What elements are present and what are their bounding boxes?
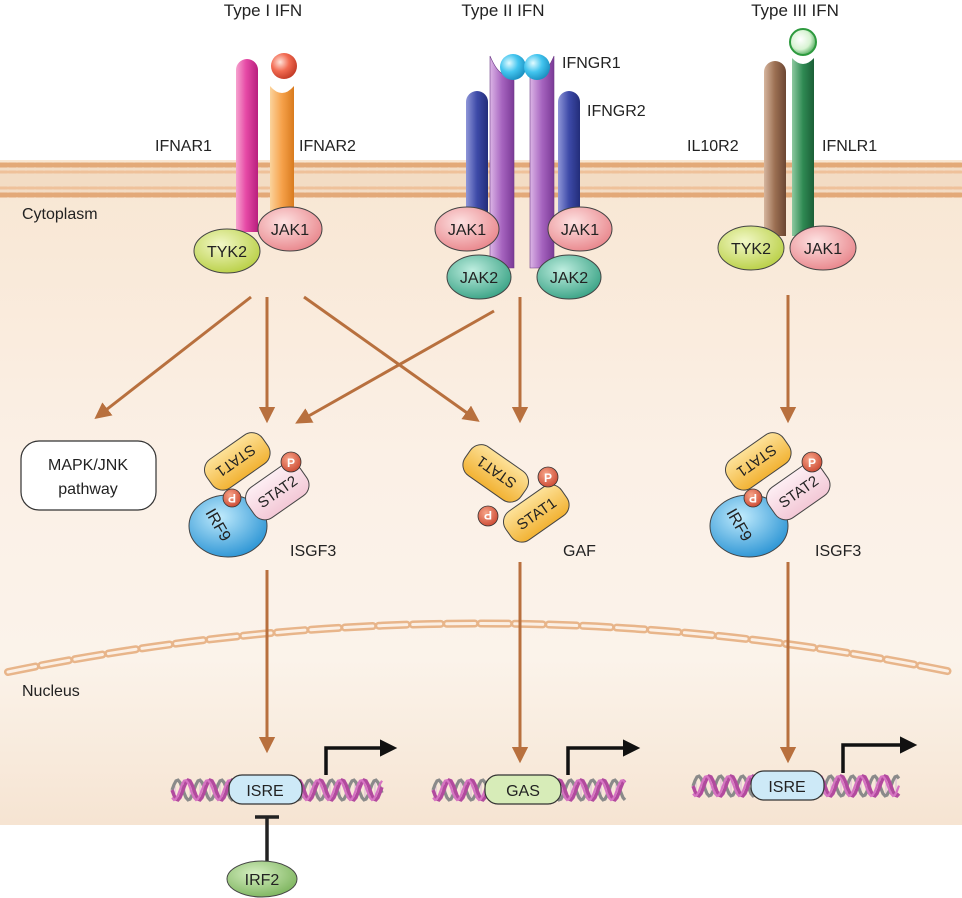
jak1-right-type2: JAK1 (547, 206, 613, 252)
svg-text:P: P (749, 491, 757, 505)
isgf3-label-type1: ISGF3 (290, 543, 336, 560)
phospho-marker: P (222, 488, 242, 508)
irf2-repression: IRF2 (226, 815, 298, 898)
cytoplasm-label: Cytoplasm (22, 206, 98, 223)
svg-text:P: P (287, 456, 295, 470)
jak1-type1: JAK1 (257, 206, 323, 252)
tyk2-type1: TYK2 (193, 228, 261, 274)
tyk2-type3: TYK2 (717, 225, 785, 271)
jak1-left-type2: JAK1 (434, 206, 500, 252)
ifnlr1-label: IFNLR1 (822, 138, 877, 155)
svg-text:P: P (808, 456, 816, 470)
svg-text:JAK1: JAK1 (448, 222, 486, 239)
stat1-protein (204, 432, 271, 491)
phospho-marker: P (537, 466, 559, 488)
isre-element-3: ISRE (750, 770, 825, 801)
phospho-marker: P (801, 451, 823, 473)
type1-ifn-ligand (271, 53, 297, 79)
type2-title: Type II IFN (461, 1, 544, 20)
stat2-protein (245, 462, 310, 521)
il10r2-receptor (764, 61, 786, 236)
nuclear-envelope (4, 619, 956, 676)
mapk-label-line2: pathway (58, 481, 118, 498)
isgf3-complex-type1: IRF9 STAT2 STAT1 P P (188, 432, 310, 558)
tss-arrow-gas (566, 739, 641, 775)
mapk-label-line1: MAPK/JNK (48, 457, 128, 474)
svg-text:JAK1: JAK1 (804, 241, 842, 258)
jak2-left: JAK2 (446, 254, 512, 300)
type3-ifn-ligand (789, 28, 817, 56)
irf2-protein (226, 860, 298, 898)
svg-text:TYK2: TYK2 (207, 244, 247, 261)
isre-element-1: ISRE (228, 774, 303, 805)
svg-text:GAS: GAS (506, 783, 540, 800)
ifnar1-receptor (236, 59, 258, 232)
nucleus-label: Nucleus (22, 683, 80, 700)
phospho-marker: P (743, 488, 763, 508)
irf2-label: IRF2 (245, 872, 280, 889)
jak1-type3: JAK1 (789, 225, 857, 271)
isgf3-complex-type3: IRF9 STAT2 STAT1 P P (709, 432, 831, 558)
svg-text:JAK1: JAK1 (271, 222, 309, 239)
gas-element: GAS (484, 774, 562, 805)
arrow-to-mapk (94, 295, 252, 420)
mapk-jnk-pathway-box: MAPK/JNK pathway (20, 440, 157, 511)
phospho-marker: P (477, 505, 499, 527)
type2-ifn-ligand (500, 54, 550, 80)
gaf-label: GAF (563, 543, 596, 560)
ifngr2-label: IFNGR2 (587, 103, 646, 120)
ifnar2-label: IFNAR2 (299, 138, 356, 155)
svg-text:P: P (484, 508, 492, 522)
svg-text:JAK2: JAK2 (550, 270, 588, 287)
signal-arrows (94, 295, 797, 764)
isgf3-label-type3: ISGF3 (815, 543, 861, 560)
svg-text:ISRE: ISRE (246, 783, 283, 800)
stat1-protein (462, 444, 529, 503)
ifngr2-receptor-left (466, 91, 488, 232)
stat1-protein (725, 432, 792, 491)
type3-title: Type III IFN (751, 1, 839, 20)
il10r2-label: IL10R2 (687, 138, 739, 155)
stat2-protein (766, 462, 831, 521)
ifnar2-receptor (270, 86, 294, 218)
svg-text:P: P (228, 491, 236, 505)
ifnlr1-receptor (792, 58, 814, 236)
ifngr2-receptor-right (558, 91, 580, 232)
svg-text:JAK1: JAK1 (561, 222, 599, 239)
type1-title: Type I IFN (224, 1, 302, 20)
ifnar1-label: IFNAR1 (155, 138, 212, 155)
svg-text:ISRE: ISRE (768, 779, 805, 796)
arrow-type2-to-isgf3 (295, 309, 495, 424)
stat1-protein (503, 484, 570, 543)
tss-arrow-isre-1 (324, 739, 398, 775)
arrow-type1-to-gaf (303, 295, 480, 422)
ifngr1-label: IFNGR1 (562, 55, 621, 72)
svg-text:TYK2: TYK2 (731, 241, 771, 258)
jak2-right: JAK2 (536, 254, 602, 300)
tss-arrow-isre-3 (841, 736, 918, 773)
transcription-arrows (324, 736, 918, 775)
svg-text:P: P (544, 471, 552, 485)
phospho-marker: P (280, 451, 302, 473)
svg-text:JAK2: JAK2 (460, 270, 498, 287)
